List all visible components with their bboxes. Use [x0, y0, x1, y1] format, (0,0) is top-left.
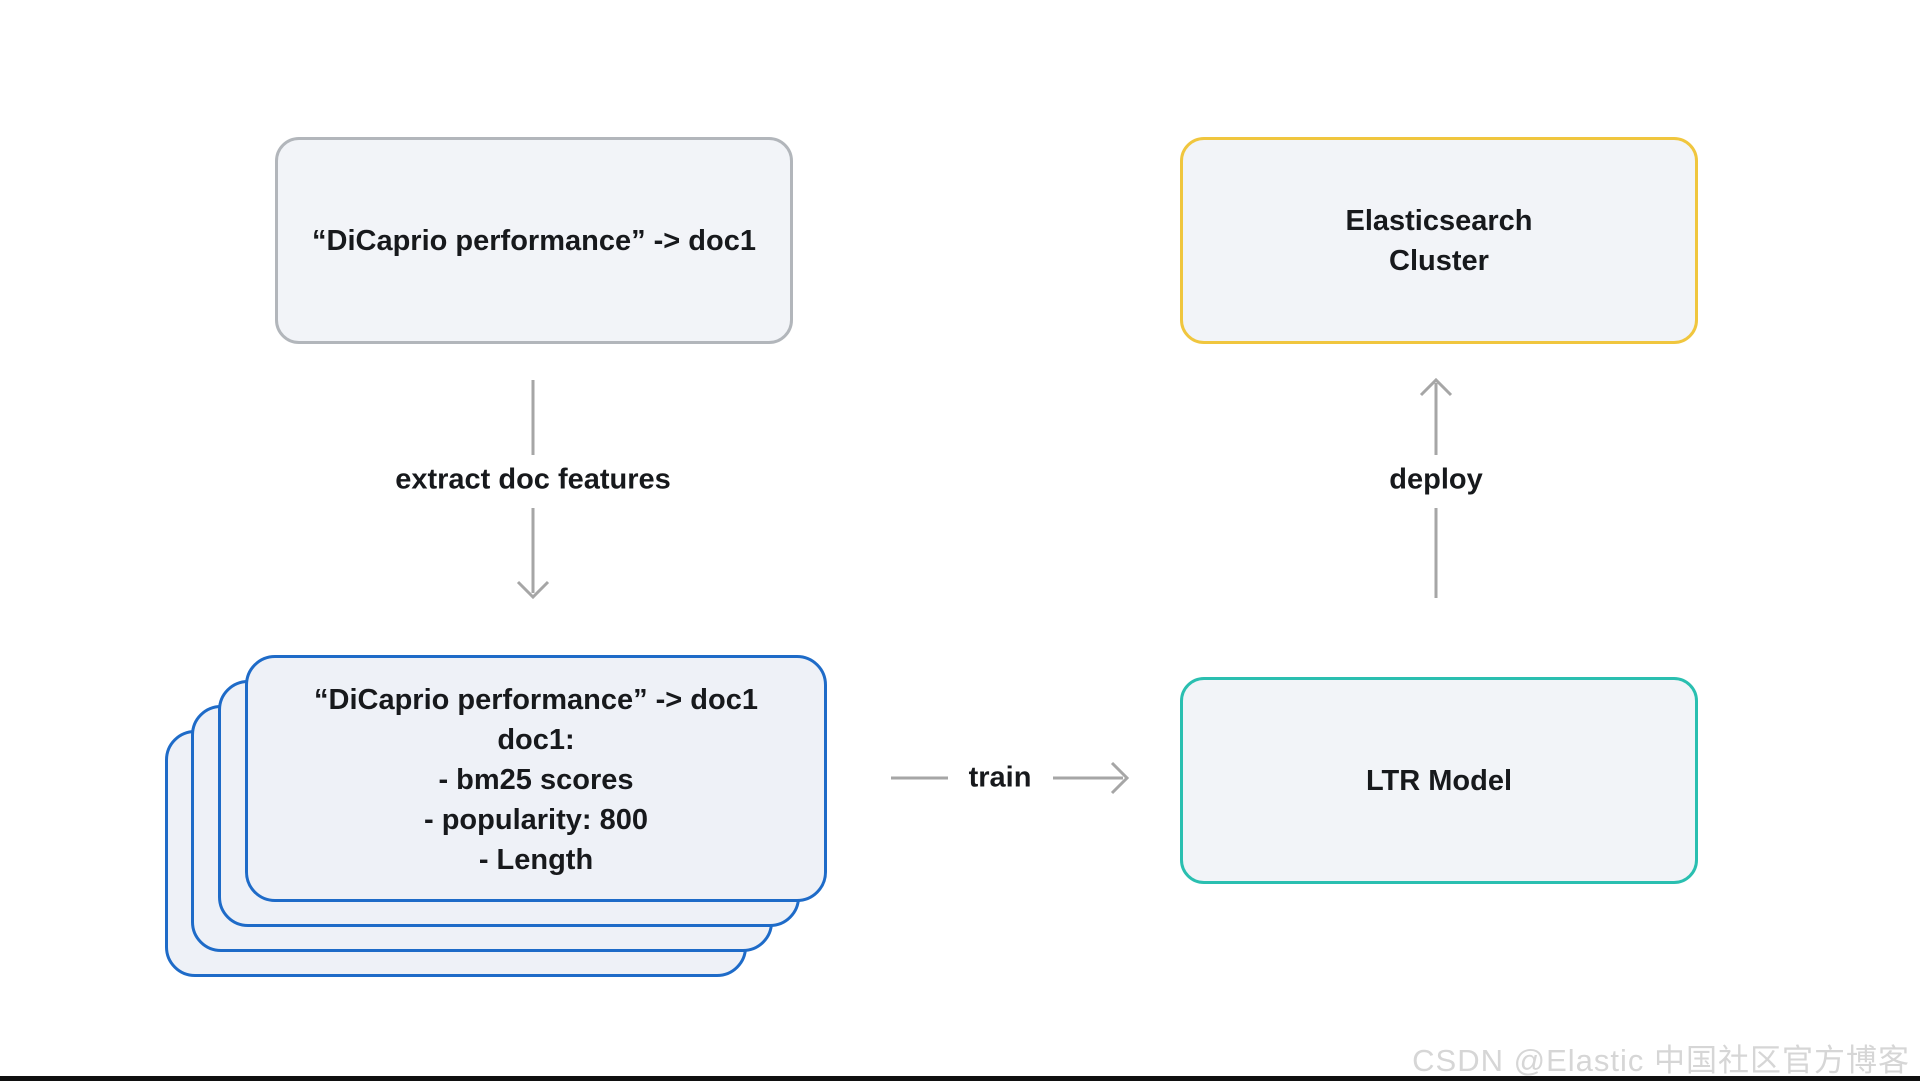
feature-card-front: “DiCaprio performance” -> doc1 doc1: - b… [245, 655, 827, 902]
extract-doc-features-label: extract doc features [395, 463, 671, 496]
arrow-up-icon [1419, 377, 1453, 397]
feature-bullet-popularity: - popularity: 800 [424, 804, 648, 836]
ltr-model-text: LTR Model [1365, 764, 1513, 797]
query-doc-node: “DiCaprio performance” -> doc1 [275, 137, 793, 344]
feature-query-line: “DiCaprio performance” -> doc1 [314, 684, 758, 716]
ltr-model-node: LTR Model [1180, 677, 1698, 884]
elasticsearch-line: Elasticsearch [1345, 204, 1533, 237]
bottom-edge-bar [0, 1076, 1920, 1081]
csdn-watermark: CSDN @Elastic 中国社区官方博客 [1412, 1043, 1910, 1078]
cluster-line: Cluster [1389, 244, 1489, 277]
feature-card-text: “DiCaprio performance” -> doc1 doc1: - b… [248, 658, 824, 880]
feature-bullet-bm25: - bm25 scores [438, 764, 634, 796]
feature-doc-line: doc1: [497, 724, 575, 756]
deploy-label: deploy [1389, 463, 1483, 496]
arrow-down-icon [516, 580, 550, 600]
feature-bullet-length: - Length [478, 844, 594, 876]
elasticsearch-cluster-text: Elasticsearch Cluster [1345, 201, 1532, 281]
train-label: train [968, 761, 1032, 794]
arrow-right-icon [1110, 761, 1130, 795]
query-doc-text: “DiCaprio performance” -> doc1 [312, 224, 756, 257]
elasticsearch-cluster-node: Elasticsearch Cluster [1180, 137, 1698, 344]
